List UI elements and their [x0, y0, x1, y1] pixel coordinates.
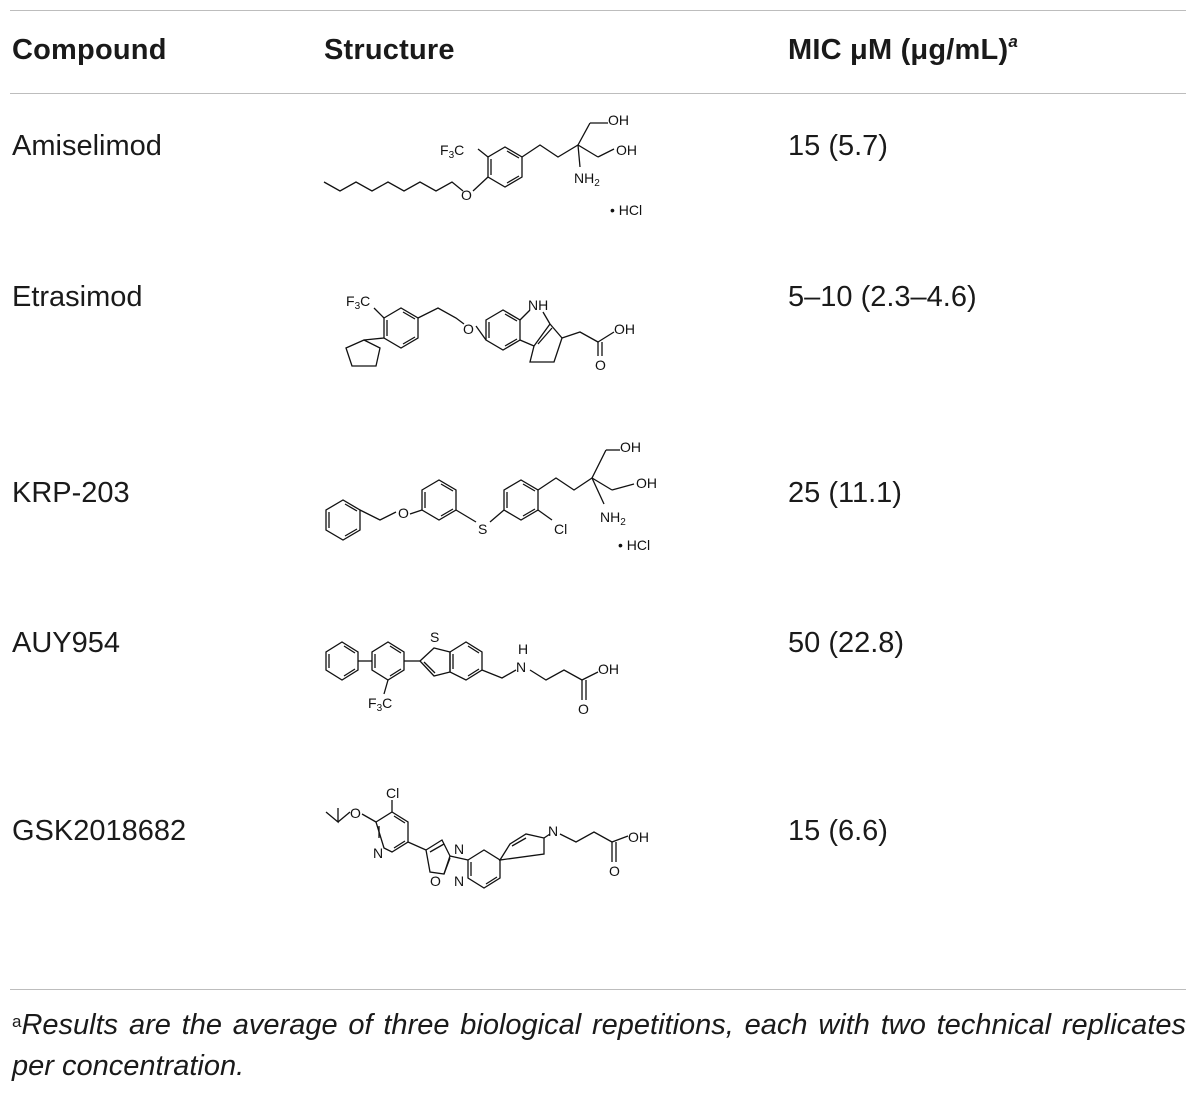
row-4-compound: AUY954: [12, 627, 121, 659]
etrasimod-o-ether: O: [463, 321, 474, 337]
footnote-marker: a: [12, 1012, 22, 1031]
auy954-n: N: [516, 659, 526, 675]
auy954-structure-drawing: S H N OH O F3C: [325, 629, 619, 717]
amiselimod-o: O: [461, 187, 472, 203]
header-compound: Compound: [12, 34, 167, 66]
krp203-s: S: [478, 521, 487, 537]
amiselimod-structure-drawing: OH OH F3C O NH2 • HCl: [323, 112, 642, 218]
auy954-o: O: [578, 701, 589, 717]
row-5-compound: GSK2018682: [12, 815, 187, 847]
header-mic: MIC μM (μg/mL)a: [788, 32, 1018, 67]
table-footnote: aResults are the average of three biolog…: [12, 1005, 1186, 1087]
amiselimod-nh2: NH2: [574, 170, 600, 189]
row-4-mic: 50 (22.8): [788, 627, 905, 659]
row-3-mic: 25 (11.1): [788, 477, 902, 509]
row-2-mic: 5–10 (2.3–4.6): [788, 281, 977, 313]
etrasimod-nh: NH: [528, 297, 548, 313]
gsk2018682-cl: Cl: [386, 785, 399, 801]
auy954-f3c: F3C: [368, 695, 392, 714]
krp203-oh-top: OH: [620, 439, 641, 455]
etrasimod-f3c: F3C: [346, 293, 370, 312]
row-1-structure: OH OH F3C O NH2 • HCl: [318, 105, 718, 230]
amiselimod-oh-top: OH: [608, 112, 629, 128]
krp203-oh-right: OH: [636, 475, 657, 491]
auy954-oh: OH: [598, 661, 619, 677]
amiselimod-oh-right: OH: [616, 142, 637, 158]
header-mic-footnote-marker: a: [1008, 32, 1018, 51]
footnote-text: Results are the average of three biologi…: [12, 1009, 1186, 1082]
gsk2018682-n-oxadiazole-1: N: [454, 841, 464, 857]
krp203-structure-drawing: OH OH O S Cl NH2 • HCl: [325, 439, 657, 553]
gsk2018682-o-ether: O: [350, 805, 361, 821]
row-5-mic: 15 (6.6): [788, 815, 888, 847]
auy954-h: H: [518, 641, 528, 657]
header-structure: Structure: [324, 34, 455, 66]
gsk2018682-oh: OH: [628, 829, 649, 845]
row-4-structure: S H N OH O F3C: [318, 622, 718, 722]
row-1-compound: Amiselimod: [12, 130, 162, 162]
row-3-structure: OH OH O S Cl NH2 • HCl: [318, 432, 718, 562]
krp203-hcl: • HCl: [618, 537, 650, 553]
krp203-o: O: [398, 505, 409, 521]
row-2-compound: Etrasimod: [12, 281, 143, 313]
etrasimod-structure-drawing: F3C NH O OH O: [345, 293, 635, 373]
gsk2018682-o-carbonyl: O: [609, 863, 620, 879]
gsk2018682-n-oxadiazole-2: N: [454, 873, 464, 889]
gsk2018682-structure-drawing: Cl O N N O N N OH O: [325, 785, 649, 889]
row-5-structure: Cl O N N O N N OH O: [318, 782, 718, 912]
header-mic-label: MIC μM (μg/mL): [788, 34, 1009, 66]
row-3-compound: KRP-203: [12, 477, 130, 509]
gsk2018682-n-pyridine: N: [373, 845, 383, 861]
krp203-cl: Cl: [554, 521, 567, 537]
gsk2018682-o-oxadiazole: O: [430, 873, 441, 889]
table-bottom-rule: [10, 989, 1186, 990]
table-top-rule: [10, 10, 1186, 11]
etrasimod-oh: OH: [614, 321, 635, 337]
amiselimod-f3c: F3C: [440, 142, 464, 161]
etrasimod-o-carbonyl: O: [595, 357, 606, 373]
krp203-nh2: NH2: [600, 509, 626, 528]
row-2-structure: F3C NH O OH O: [318, 280, 718, 380]
gsk2018682-n-indole: N: [548, 823, 558, 839]
row-1-mic: 15 (5.7): [788, 130, 888, 162]
header-rule: [10, 93, 1186, 94]
amiselimod-hcl: • HCl: [610, 202, 642, 218]
auy954-s: S: [430, 629, 439, 645]
